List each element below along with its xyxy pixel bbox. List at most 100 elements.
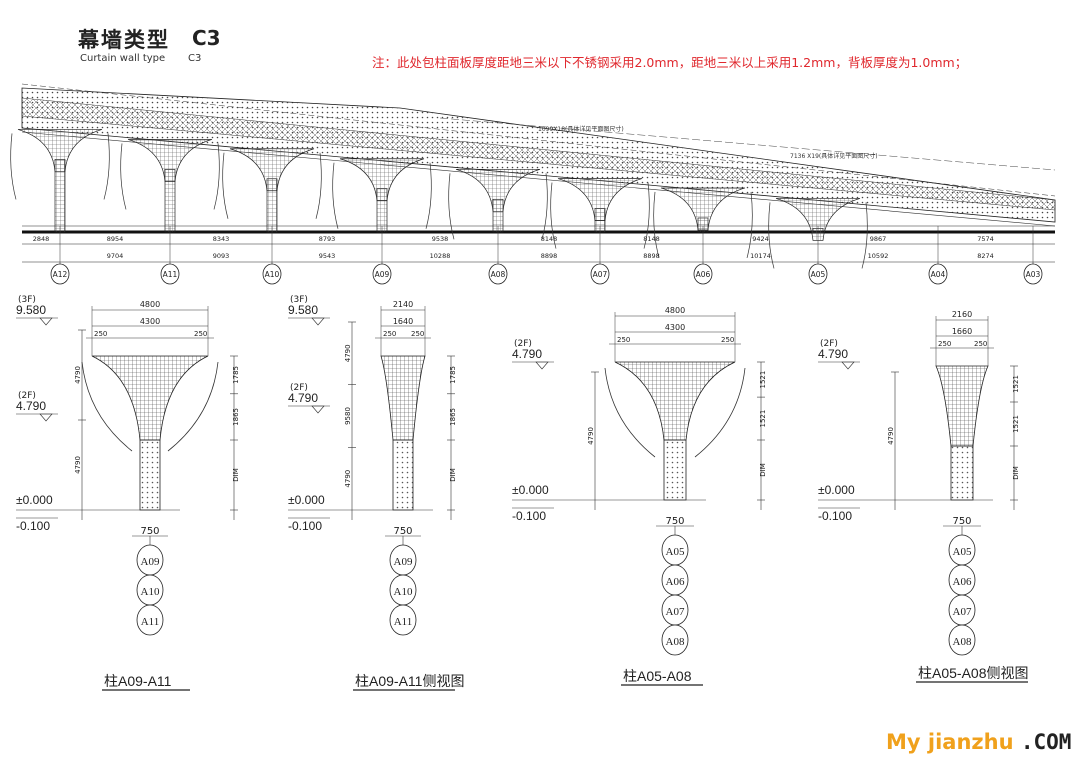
level-mid: 4.790 [512,347,542,361]
elevation-dim-bottom: 10174 [750,252,771,260]
elevation-arc [222,152,229,219]
dim-edge-left: 250 [617,336,630,344]
drawing-title: 幕墙类型 [78,28,170,52]
dim-inner: 1660 [952,327,972,336]
drawing-subtitle-code: C3 [188,53,202,64]
column-shaft [139,439,161,511]
elevation-arc [425,162,432,229]
dim-right: 1785 [232,366,240,384]
elevation-dim-bottom: 8898 [643,252,660,260]
level-mid-tag: (2F) [514,339,532,349]
level-base: -0.100 [16,519,50,533]
dim-left: 4790 [74,366,82,384]
elevation-dim-top: 8343 [213,235,230,243]
dim-edge-left: 250 [94,330,107,338]
level-zero: ±0.000 [512,483,549,497]
dim-right: DIM [1012,466,1020,480]
dim-column: 750 [952,516,971,527]
level-mid-tag: (2F) [820,339,838,349]
elevation-arc [332,162,339,229]
dim-right: DIM [232,468,240,482]
drawing-subtitle: Curtain wall type [80,53,166,64]
elevation-axis-label: A10 [265,270,280,279]
elevation-arc [768,202,775,269]
dim-left: 4790 [887,427,895,445]
elevation-dim-top: 8148 [541,235,558,243]
dim-left: 4790 [74,456,82,474]
dim-column: 750 [665,516,684,527]
axis-label: A06 [666,576,685,588]
watermark-part2: .COM [1020,730,1072,754]
elevation-axis-label: A12 [53,270,68,279]
elevation-axis-bubble [372,263,392,285]
dim-right: 1785 [449,366,457,384]
elevation-arc [746,191,753,259]
elevation-dim-top: 8954 [107,235,124,243]
elevation-axis-label: A07 [593,270,608,279]
level-top-tag: (3F) [18,295,36,305]
elevation-note-b: 7136 X19(具体详见平面图尺寸) [790,152,878,160]
dim-right: DIM [449,468,457,482]
column-shaft [950,445,974,501]
elevation-arc [315,152,322,219]
level-zero: ±0.000 [16,493,53,507]
dim-left: 4790 [344,470,352,488]
dim-overall: 4800 [665,306,685,315]
elevation-dim-top: 9867 [870,235,887,243]
dim-right: 1521 [759,371,767,389]
elevation-dim-top: 8793 [319,235,336,243]
elevation-axis-bubble [1023,263,1043,285]
dim-right: 1521 [1012,415,1020,433]
level-mid-tag: (2F) [18,391,36,401]
dim-inner: 4300 [665,323,685,332]
level-base: -0.100 [512,509,546,523]
thickness-note: 注：此处包柱面板厚度距地三米以下不锈钢采用2.0mm，距地三米以上采用1.2mm… [372,55,968,70]
elevation-axis-label: A05 [811,270,826,279]
column-head [614,361,736,441]
elevation-arc [213,143,220,210]
axis-label: A05 [953,546,972,558]
elevation-arc [550,182,557,249]
level-mid: 4.790 [288,391,318,405]
elevation-column-head [229,148,315,192]
watermark-part1: My jianzhu [886,730,1014,754]
elevation-dim-top: 7574 [977,235,994,243]
elevation-dim-top: 9424 [752,235,769,243]
axis-label: A10 [394,586,413,598]
column-head [91,355,209,441]
detail-caption: 柱A09-A11侧视图 [355,673,464,689]
axis-bubble [389,604,417,636]
elevation-dim-bottom: 10288 [430,252,451,260]
dim-overall: 2160 [952,310,972,319]
level-base: -0.100 [818,509,852,523]
dim-right: 1865 [449,408,457,426]
dim-inner: 4300 [140,317,160,326]
elevation-axis-bubble [590,263,610,285]
dim-left: 4790 [587,427,595,445]
level-mid: 4.790 [16,399,46,413]
elevation-dim-top: 9538 [432,235,449,243]
column-shaft [392,439,414,511]
elevation-axis-label: A09 [375,270,390,279]
elevation-column-head [127,139,213,182]
dim-right: DIM [759,463,767,477]
axis-label: A05 [666,546,685,558]
elevation-dim-bottom: 8898 [541,252,558,260]
level-top: 9.580 [288,303,318,317]
dim-edge-right: 250 [194,330,207,338]
axis-label: A09 [141,556,160,568]
elevation-arc [448,173,455,240]
elevation-arc [541,173,548,240]
elevation-axis-bubble [50,263,70,285]
axis-label: A10 [141,586,160,598]
elevation-axis-label: A06 [696,270,711,279]
dim-right: 1521 [759,410,767,428]
elevation-dim-bottom: 10592 [868,252,889,260]
elevation-dim-bottom: 9704 [107,252,124,260]
elevation-column-head [775,198,861,241]
dim-overall: 4800 [140,300,160,309]
level-mid-tag: (2F) [290,383,308,393]
elevation-axis-bubble [262,263,282,285]
elevation-dim-bottom: 9093 [213,252,230,260]
